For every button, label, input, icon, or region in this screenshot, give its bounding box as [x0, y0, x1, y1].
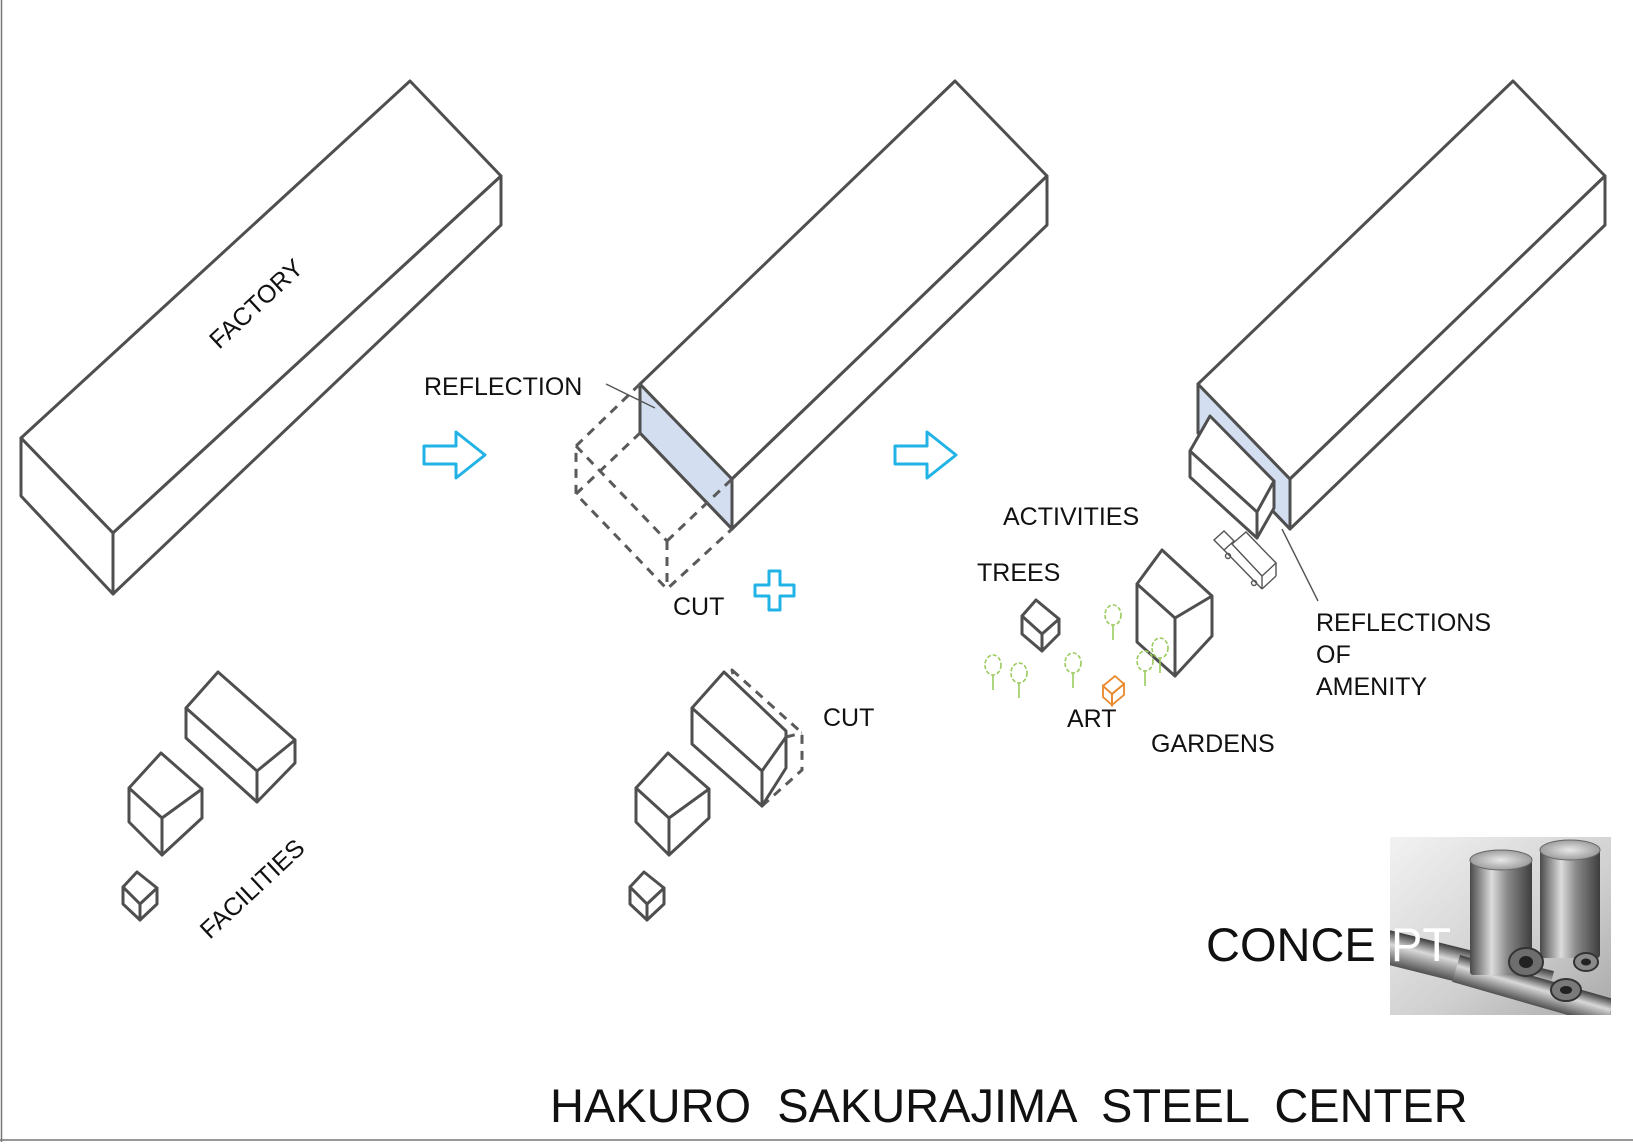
house-icon — [127, 751, 204, 857]
factory-block-2 — [638, 79, 1049, 531]
activities-label: ACTIVITIES — [1003, 503, 1139, 531]
reflections-leader-line — [1281, 528, 1319, 602]
activity-house-small — [1020, 598, 1061, 653]
concept-label-light: PT — [1391, 918, 1451, 971]
factory-block-1: FACTORY — [19, 79, 503, 596]
cut-label: CUT — [823, 704, 874, 732]
gardens-label: GARDENS — [1151, 730, 1275, 758]
facilities-group-2 — [628, 668, 804, 922]
truck-icon — [1212, 530, 1277, 590]
concept-label-dark: CONCE — [1206, 918, 1376, 971]
house-icon — [690, 668, 804, 808]
art-label: ART — [1067, 705, 1117, 733]
tree-outline-icon — [1064, 652, 1082, 688]
cut-label: CUT — [673, 593, 724, 621]
amenity-house — [1188, 414, 1276, 540]
reflections-label-line1: REFLECTIONS — [1316, 609, 1491, 637]
facilities-group-1: FACILITIES — [121, 670, 311, 944]
steel-products-photo — [1390, 837, 1611, 1015]
tree-outline-icon — [1136, 650, 1154, 686]
reflections-label-line2: OF — [1316, 641, 1351, 669]
tree-outline-icon — [1151, 637, 1169, 673]
tree-outline-icon — [1010, 662, 1028, 698]
trees — [984, 604, 1169, 698]
activity-house-large — [1135, 548, 1214, 678]
factory-block-3 — [1196, 79, 1607, 531]
tree-outline-icon — [984, 654, 1002, 690]
house-icon — [628, 870, 666, 922]
house-icon — [184, 670, 297, 804]
house-icon — [634, 751, 711, 857]
page-title: HAKURO SAKURAJIMA STEEL CENTER — [550, 1079, 1468, 1132]
reflection-leader-line — [605, 383, 656, 409]
reflections-label-line3: AMENITY — [1316, 673, 1427, 701]
outlined-right-arrow-icon — [422, 430, 487, 480]
tree-outline-icon — [1104, 604, 1122, 640]
outlined-plus-icon — [753, 569, 796, 612]
trees-label: TREES — [977, 559, 1060, 587]
cut-dashed-box — [574, 382, 734, 591]
art-cube-icon — [1101, 674, 1126, 708]
outlined-right-arrow-icon — [893, 430, 958, 480]
facilities-label: FACILITIES — [195, 834, 311, 944]
reflection-label: REFLECTION — [424, 373, 582, 401]
house-icon — [121, 870, 159, 922]
